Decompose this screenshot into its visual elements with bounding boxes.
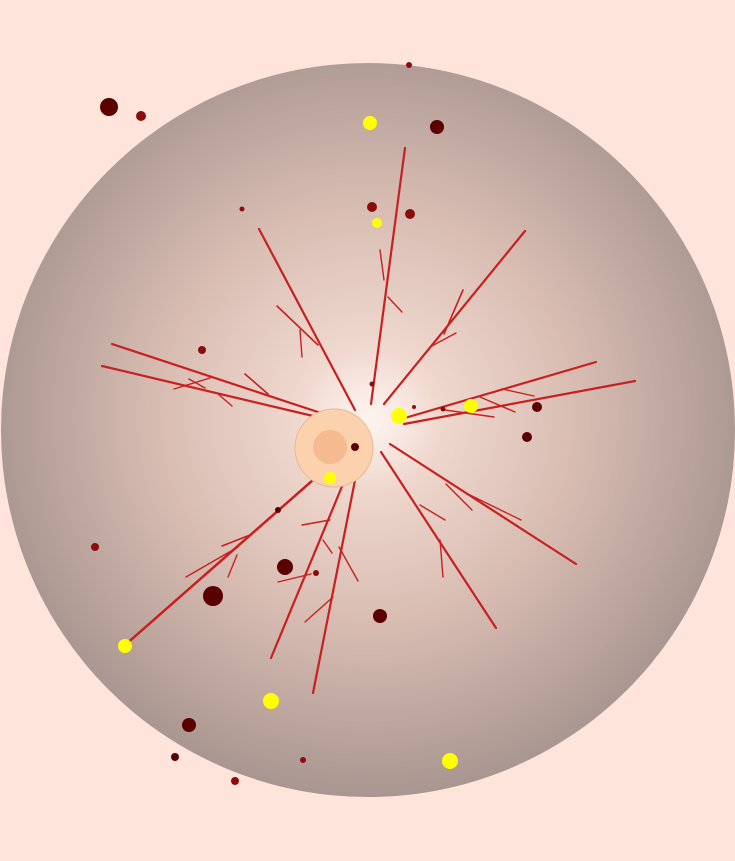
- blood-vessel: [501, 388, 535, 397]
- hemorrhage-spot: [300, 757, 306, 763]
- hemorrhage-spot: [405, 209, 415, 219]
- blood-vessel: [419, 504, 446, 521]
- hemorrhage-spot: [100, 98, 118, 116]
- hemorrhage-spot: [522, 432, 532, 442]
- blood-vessel: [217, 393, 233, 407]
- hemorrhage-spot: [532, 402, 542, 412]
- blood-vessel: [244, 373, 269, 395]
- hemorrhage-spot: [136, 111, 146, 121]
- blood-vessel: [227, 554, 238, 578]
- blood-vessel: [396, 360, 598, 422]
- hemorrhage-spot: [367, 202, 377, 212]
- hemorrhage-spot: [171, 753, 179, 761]
- exudate-spot: [324, 472, 336, 484]
- blood-vessel: [110, 342, 338, 420]
- blood-vessel: [311, 453, 362, 695]
- blood-vessel: [439, 539, 444, 578]
- blood-vessel: [382, 229, 527, 406]
- blood-vessel: [257, 227, 357, 412]
- blood-vessel: [445, 483, 473, 511]
- blood-vessel: [479, 396, 516, 413]
- hemorrhage-spot: [277, 559, 293, 575]
- blood-vessel: [388, 442, 578, 566]
- blood-vessel: [379, 249, 385, 281]
- exudate-spot: [442, 753, 458, 769]
- blood-vessel: [444, 409, 495, 418]
- blood-vessel: [185, 546, 239, 578]
- hemorrhage-spot: [203, 586, 223, 606]
- hemorrhage-spot: [182, 718, 196, 732]
- blood-vessel: [299, 329, 303, 358]
- blood-vessel: [100, 364, 332, 422]
- lesion-spots: [91, 62, 542, 785]
- exudate-spot: [372, 218, 382, 228]
- blood-vessel: [221, 534, 251, 547]
- blood-vessel: [379, 450, 498, 630]
- blood-vessel: [269, 453, 357, 660]
- blood-vessel: [429, 332, 457, 348]
- exudate-spot: [363, 116, 377, 130]
- hemorrhage-spot: [369, 381, 375, 387]
- blood-vessel: [277, 573, 312, 583]
- blood-vessel: [443, 289, 464, 335]
- hemorrhage-spot: [275, 507, 281, 513]
- blood-vessel: [188, 378, 206, 389]
- hemorrhage-spot: [198, 346, 206, 354]
- hemorrhage-spot: [231, 777, 239, 785]
- hemorrhage-spot: [430, 120, 444, 134]
- blood-vessel: [469, 494, 522, 521]
- blood-vessel: [304, 596, 334, 623]
- blood-vessel: [387, 296, 403, 313]
- hemorrhage-spot: [406, 62, 412, 68]
- hemorrhage-spot: [440, 406, 446, 412]
- exudate-spot: [118, 639, 132, 653]
- hemorrhage-spot: [91, 543, 99, 551]
- hemorrhage-spot: [373, 609, 387, 623]
- hemorrhage-spot: [239, 206, 245, 212]
- exudate-spot: [391, 408, 407, 424]
- blood-vessel: [322, 539, 333, 554]
- blood-vessel: [402, 379, 637, 426]
- blood-vessel: [173, 377, 211, 390]
- exudate-spot: [464, 399, 478, 413]
- blood-vessel: [338, 546, 359, 582]
- optic-disc-cup: [313, 430, 347, 464]
- hemorrhage-spot: [351, 443, 359, 451]
- blood-vessel: [369, 146, 407, 406]
- hemorrhage-spot: [313, 570, 319, 576]
- exudate-spot: [263, 693, 279, 709]
- blood-vessel: [301, 519, 331, 526]
- blood-vessel: [276, 305, 319, 346]
- vessel-tree: [100, 146, 637, 695]
- hemorrhage-spot: [412, 405, 416, 409]
